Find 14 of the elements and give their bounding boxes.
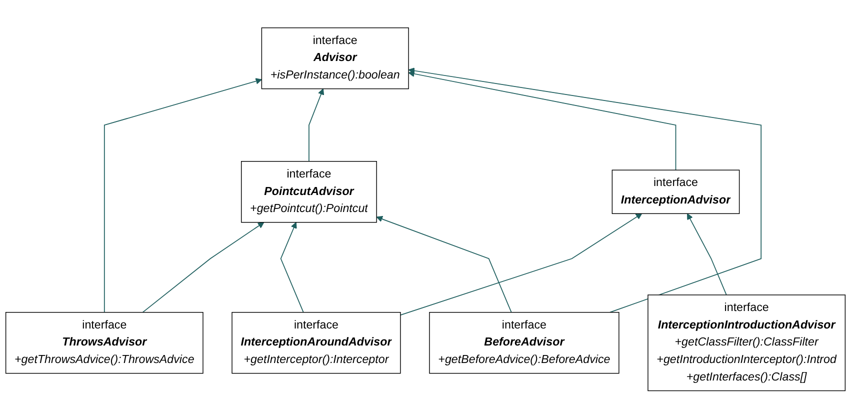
arrow	[142, 222, 264, 312]
arrow	[400, 213, 642, 316]
arrow	[280, 222, 304, 312]
arrow	[104, 78, 262, 312]
arrow	[687, 213, 727, 296]
arrow	[308, 88, 324, 162]
node-box: interface InterceptionIntroductionAdvisor +getClassFilter():ClassFilter +getIntroductionInterceptor():Introd +getInterfaces():Class[]	[648, 294, 846, 391]
node-box: interface BeforeAdvisor +getBeforeAdvice():BeforeAdvice	[429, 312, 620, 374]
arrow	[376, 216, 512, 312]
node-box: interface PointcutAdvisor +getPointcut():Pointcut	[240, 160, 377, 222]
node-box: interface ThrowsAdvisor +getThrowsAdvice():ThrowsAdvice	[5, 312, 204, 374]
node-box: interface Advisor +isPerInstance():boolean	[261, 27, 409, 89]
arrow	[408, 70, 676, 170]
arrow	[408, 67, 762, 312]
